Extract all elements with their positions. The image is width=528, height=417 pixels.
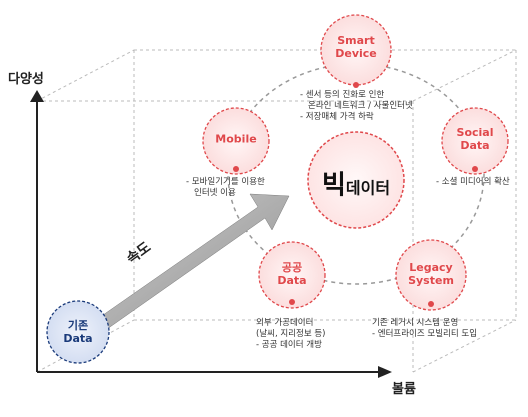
smart-device-title: Smart Device [335,34,377,60]
social-data-desc: - 소셜 미디어의 확산 [436,177,510,188]
axes [30,90,392,378]
origin-data-title-line2: Data [63,332,93,345]
smart-device-desc: - 센서 등의 진화로 인한 온라인 네트워크 / 사물인터넷 - 저장매체 가… [300,90,413,123]
public-data-node [258,241,326,309]
x-axis-title: 볼륨 [392,382,416,397]
mobile-node [202,107,270,175]
mobile-title-line1: Mobile [215,132,257,146]
origin-data-title-line1: 기존 [67,319,89,332]
origin-data-node [46,300,110,364]
smart-device-desc-3: - 저장매체 가격 하락 [300,112,374,122]
smart-device-desc-2: 온라인 네트워크 / 사물인터넷 [308,101,413,111]
legacy-system-desc: 기존 레거시 시스템 운영 - 엔터프라이즈 모빌리티 도입 [372,318,477,340]
social-data-title-line1: Social [456,126,494,139]
smart-device-title-line2: Device [335,47,377,60]
mobile-title: Mobile [215,133,256,146]
public-data-title: 공공 Data [277,261,306,287]
legacy-system-desc-2: - 엔터프라이즈 모빌리티 도입 [372,329,478,339]
public-data-title-line2: Data [277,274,307,287]
mobile-desc-2: 인터넷 이용 [194,188,236,198]
mobile-desc-1: - 모바일기기를 이용한 [186,177,265,187]
legacy-system-title-line1: Legacy [409,261,453,274]
legacy-system-title: Legacy System [408,261,454,287]
origin-data-title: 기존 Data [63,319,92,345]
smart-device-title-line1: Smart [337,34,375,47]
connector-dots [233,82,478,307]
public-data-title-line1: 공공 [281,261,303,274]
public-data-desc-2: (날씨, 지리정보 등) [256,329,326,339]
big-data-circle [307,131,405,229]
mobile-desc: - 모바일기기를 이용한 인터넷 이용 [186,177,265,199]
legacy-system-desc-1: 기존 레거시 시스템 운영 [372,318,459,328]
perspective-box [36,49,517,373]
smart-device-node [320,14,392,86]
legacy-system-node [395,239,467,311]
public-data-desc-1: 외부 가공데이터 [256,318,314,328]
social-data-desc-1: - 소셜 미디어의 확산 [436,177,510,187]
social-data-title-line2: Data [460,139,490,152]
center-title: 빅데이터 [322,165,390,202]
public-data-desc-3: - 공공 데이터 개방 [256,340,322,350]
social-data-title: Social Data [457,126,494,152]
y-axis-title: 다양성 [8,72,44,87]
legacy-system-title-line2: System [408,274,454,287]
social-data-node [441,107,509,175]
public-data-desc: 외부 가공데이터 (날씨, 지리정보 등) - 공공 데이터 개방 [256,318,325,351]
speed-arrow [92,193,290,335]
smart-device-desc-1: - 센서 등의 진화로 인한 [300,90,385,100]
center-title-big: 빅 [321,170,346,201]
center-title-small: 데이터 [345,178,391,198]
